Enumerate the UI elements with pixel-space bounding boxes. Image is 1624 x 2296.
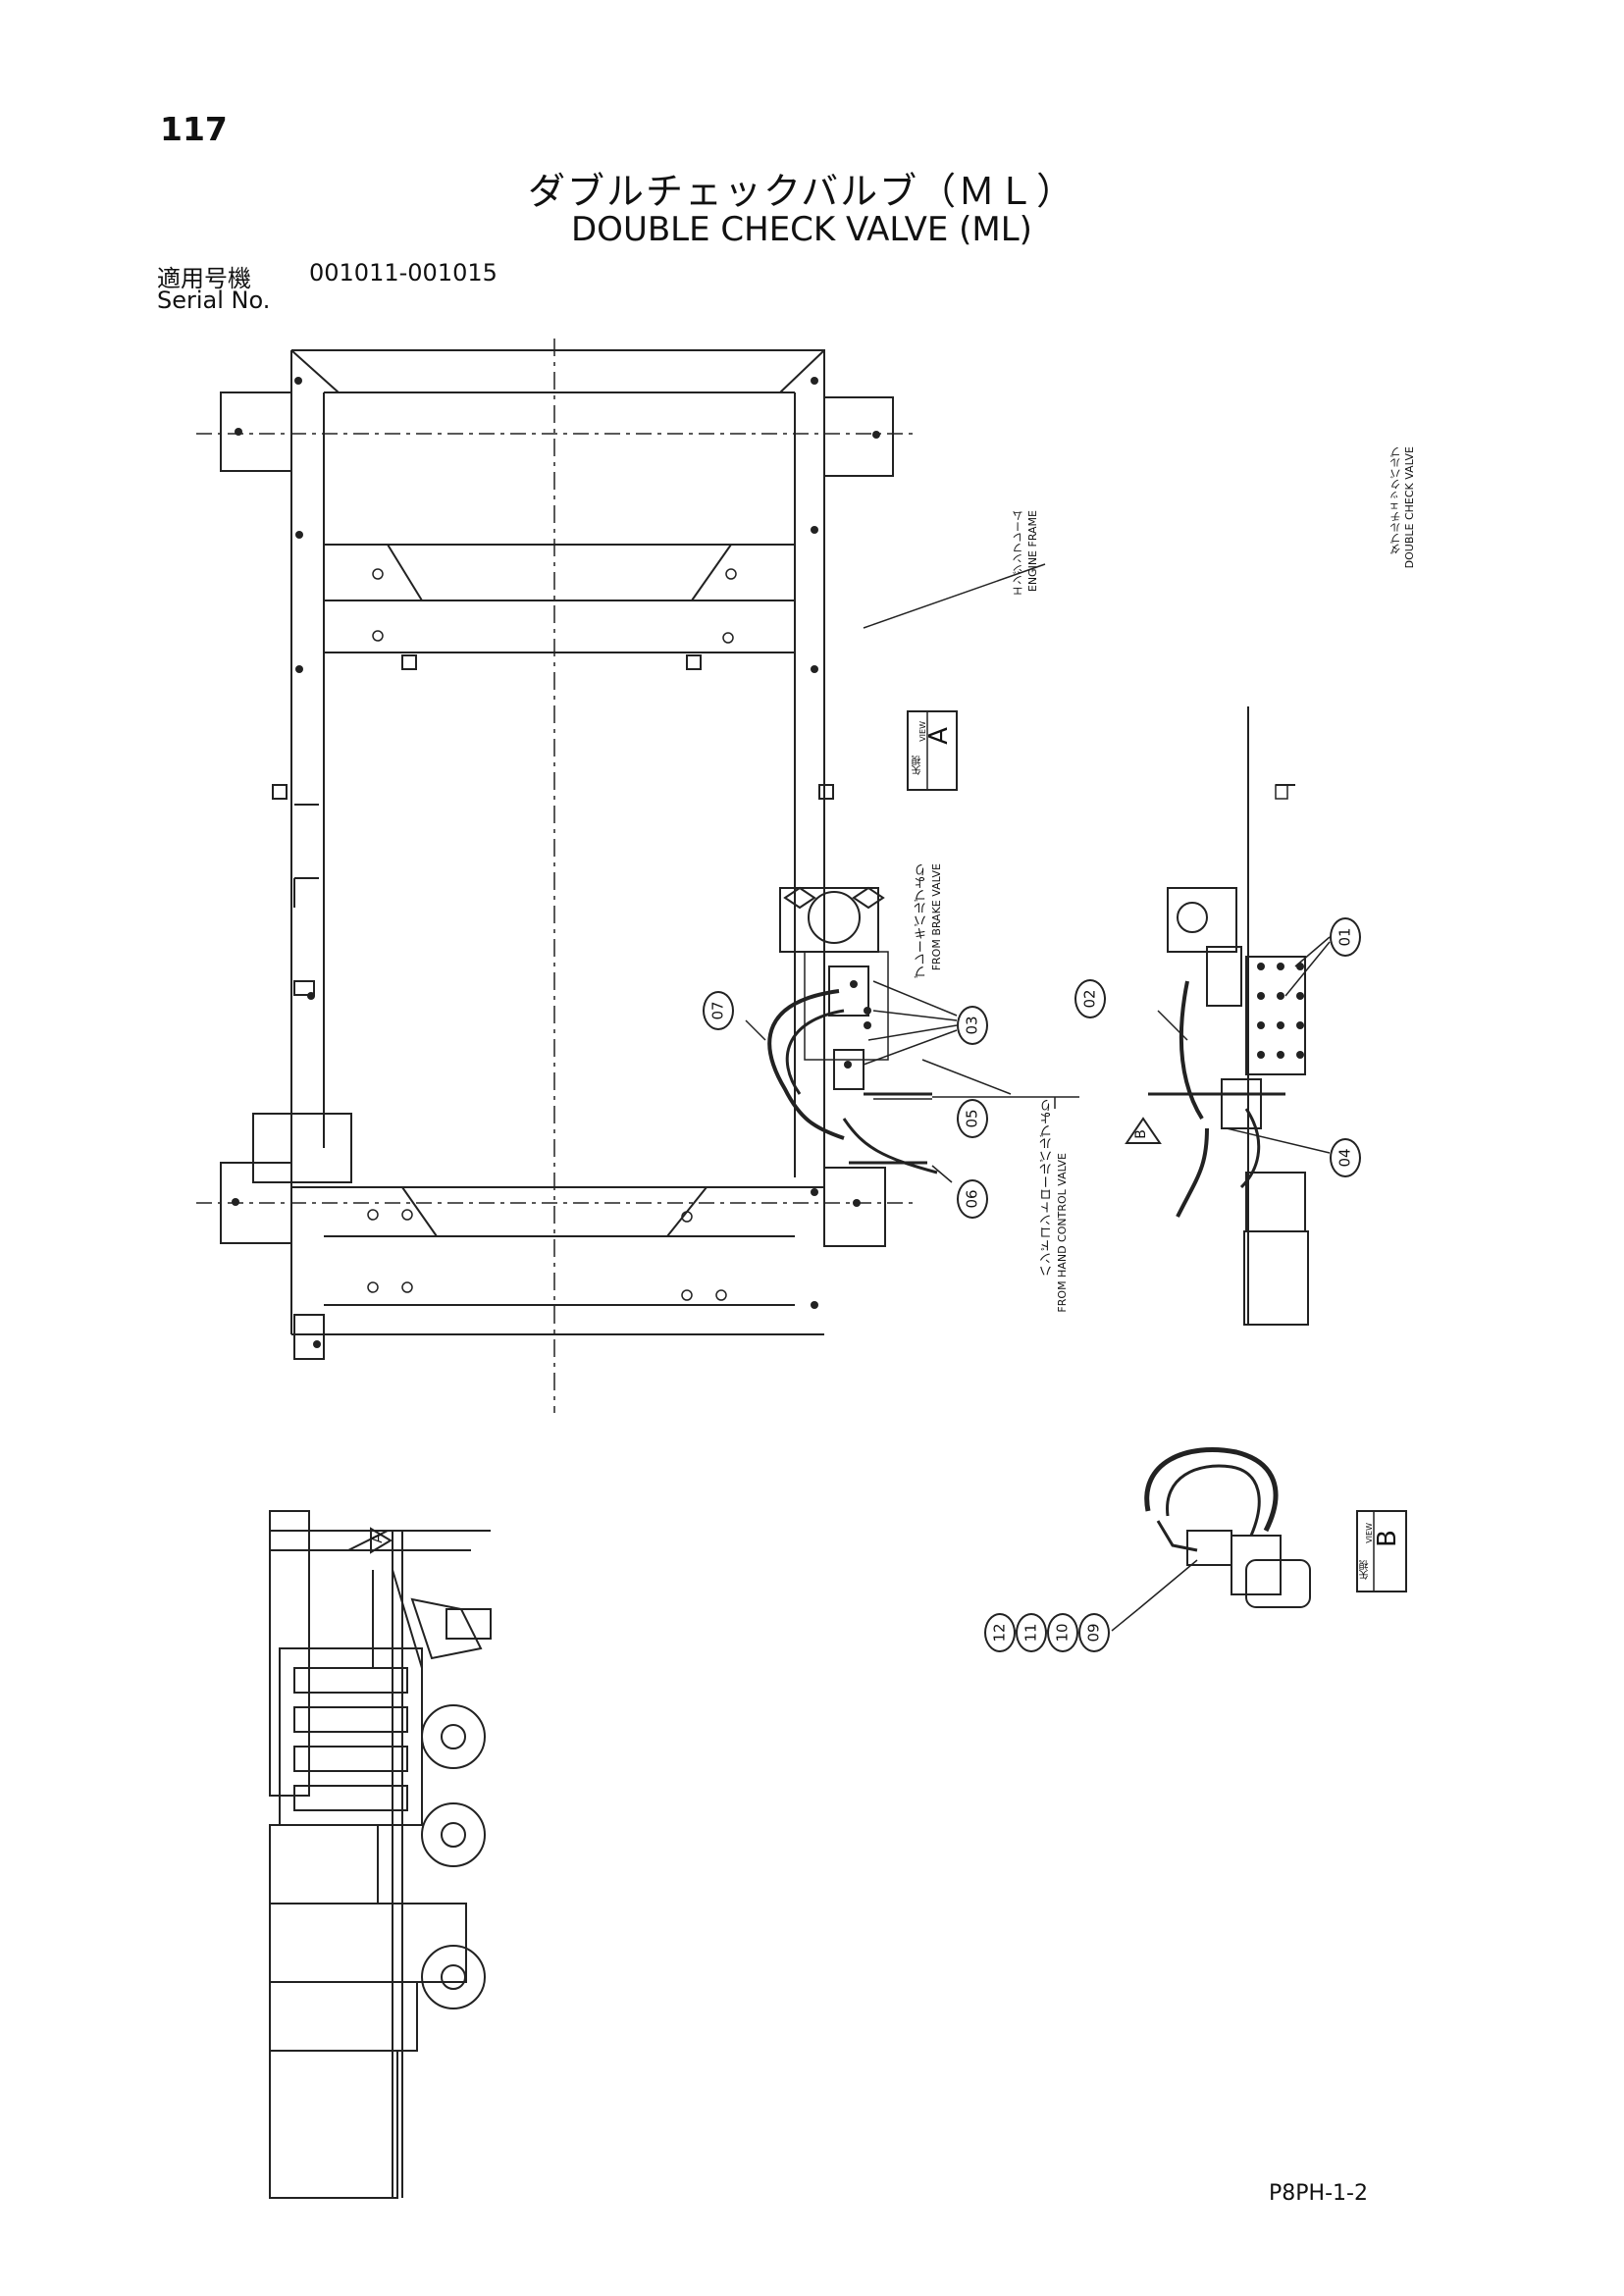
- callout-02: 02: [1074, 979, 1106, 1018]
- from-hand-control-label-en: FROM HAND CONTROL VALVE: [1056, 1153, 1069, 1313]
- view-b-letter: B: [1372, 1530, 1402, 1547]
- view-a-label-jp: 矢視: [913, 756, 923, 775]
- arrow-b-letter: B: [1132, 1129, 1149, 1139]
- view-b-label-jp: 矢視: [1360, 1560, 1371, 1580]
- title-japanese: ダブルチェックバルブ（ＭＬ）: [528, 170, 1076, 213]
- callout-10: 10: [1047, 1613, 1078, 1652]
- callout-04: 04: [1330, 1138, 1361, 1177]
- view-b-detail-drawing: [1137, 1447, 1407, 1610]
- callout-05: 05: [957, 1099, 988, 1138]
- callout-01: 01: [1330, 917, 1361, 957]
- view-a-box: [907, 710, 958, 791]
- callout-12: 12: [984, 1613, 1016, 1652]
- serial-label-english: Serial No.: [157, 287, 271, 314]
- callout-07: 07: [703, 991, 734, 1030]
- title-english: DOUBLE CHECK VALVE (ML): [571, 210, 1032, 249]
- engine-frame-label-en: ENGINE FRAME: [1026, 510, 1039, 593]
- callout-03: 03: [957, 1006, 988, 1045]
- view-a-letter: A: [923, 727, 954, 745]
- view-a-detail-drawing: [1125, 706, 1331, 1326]
- double-check-valve-label-en: DOUBLE CHECK VALVE: [1403, 446, 1416, 569]
- double-check-valve-label-jp: ダブルチェックバルブ: [1389, 446, 1402, 554]
- serial-range: 001011-001015: [309, 259, 498, 287]
- from-brake-valve-label-jp: ブレーキバルブより: [915, 863, 929, 978]
- arrow-a-letter: A: [369, 1534, 386, 1543]
- crane-side-view-drawing: [269, 1510, 492, 2199]
- from-brake-valve-label-en: FROM BRAKE VALVE: [930, 863, 943, 971]
- serial-label-japanese: 適用号機: [157, 265, 251, 292]
- valve-assembly-main: [745, 886, 1079, 1183]
- callout-06: 06: [957, 1179, 988, 1219]
- footer-code: P8PH-1-2: [1269, 2181, 1368, 2206]
- callout-11: 11: [1016, 1613, 1047, 1652]
- page-number: 117: [160, 110, 228, 148]
- from-hand-control-label-jp: ハンドコントロールバルブより: [1040, 1099, 1055, 1278]
- engine-frame-label-jp: エンジンフレーム: [1012, 510, 1024, 597]
- engine-frame-drawing: [196, 339, 1046, 1413]
- callout-09: 09: [1078, 1613, 1110, 1652]
